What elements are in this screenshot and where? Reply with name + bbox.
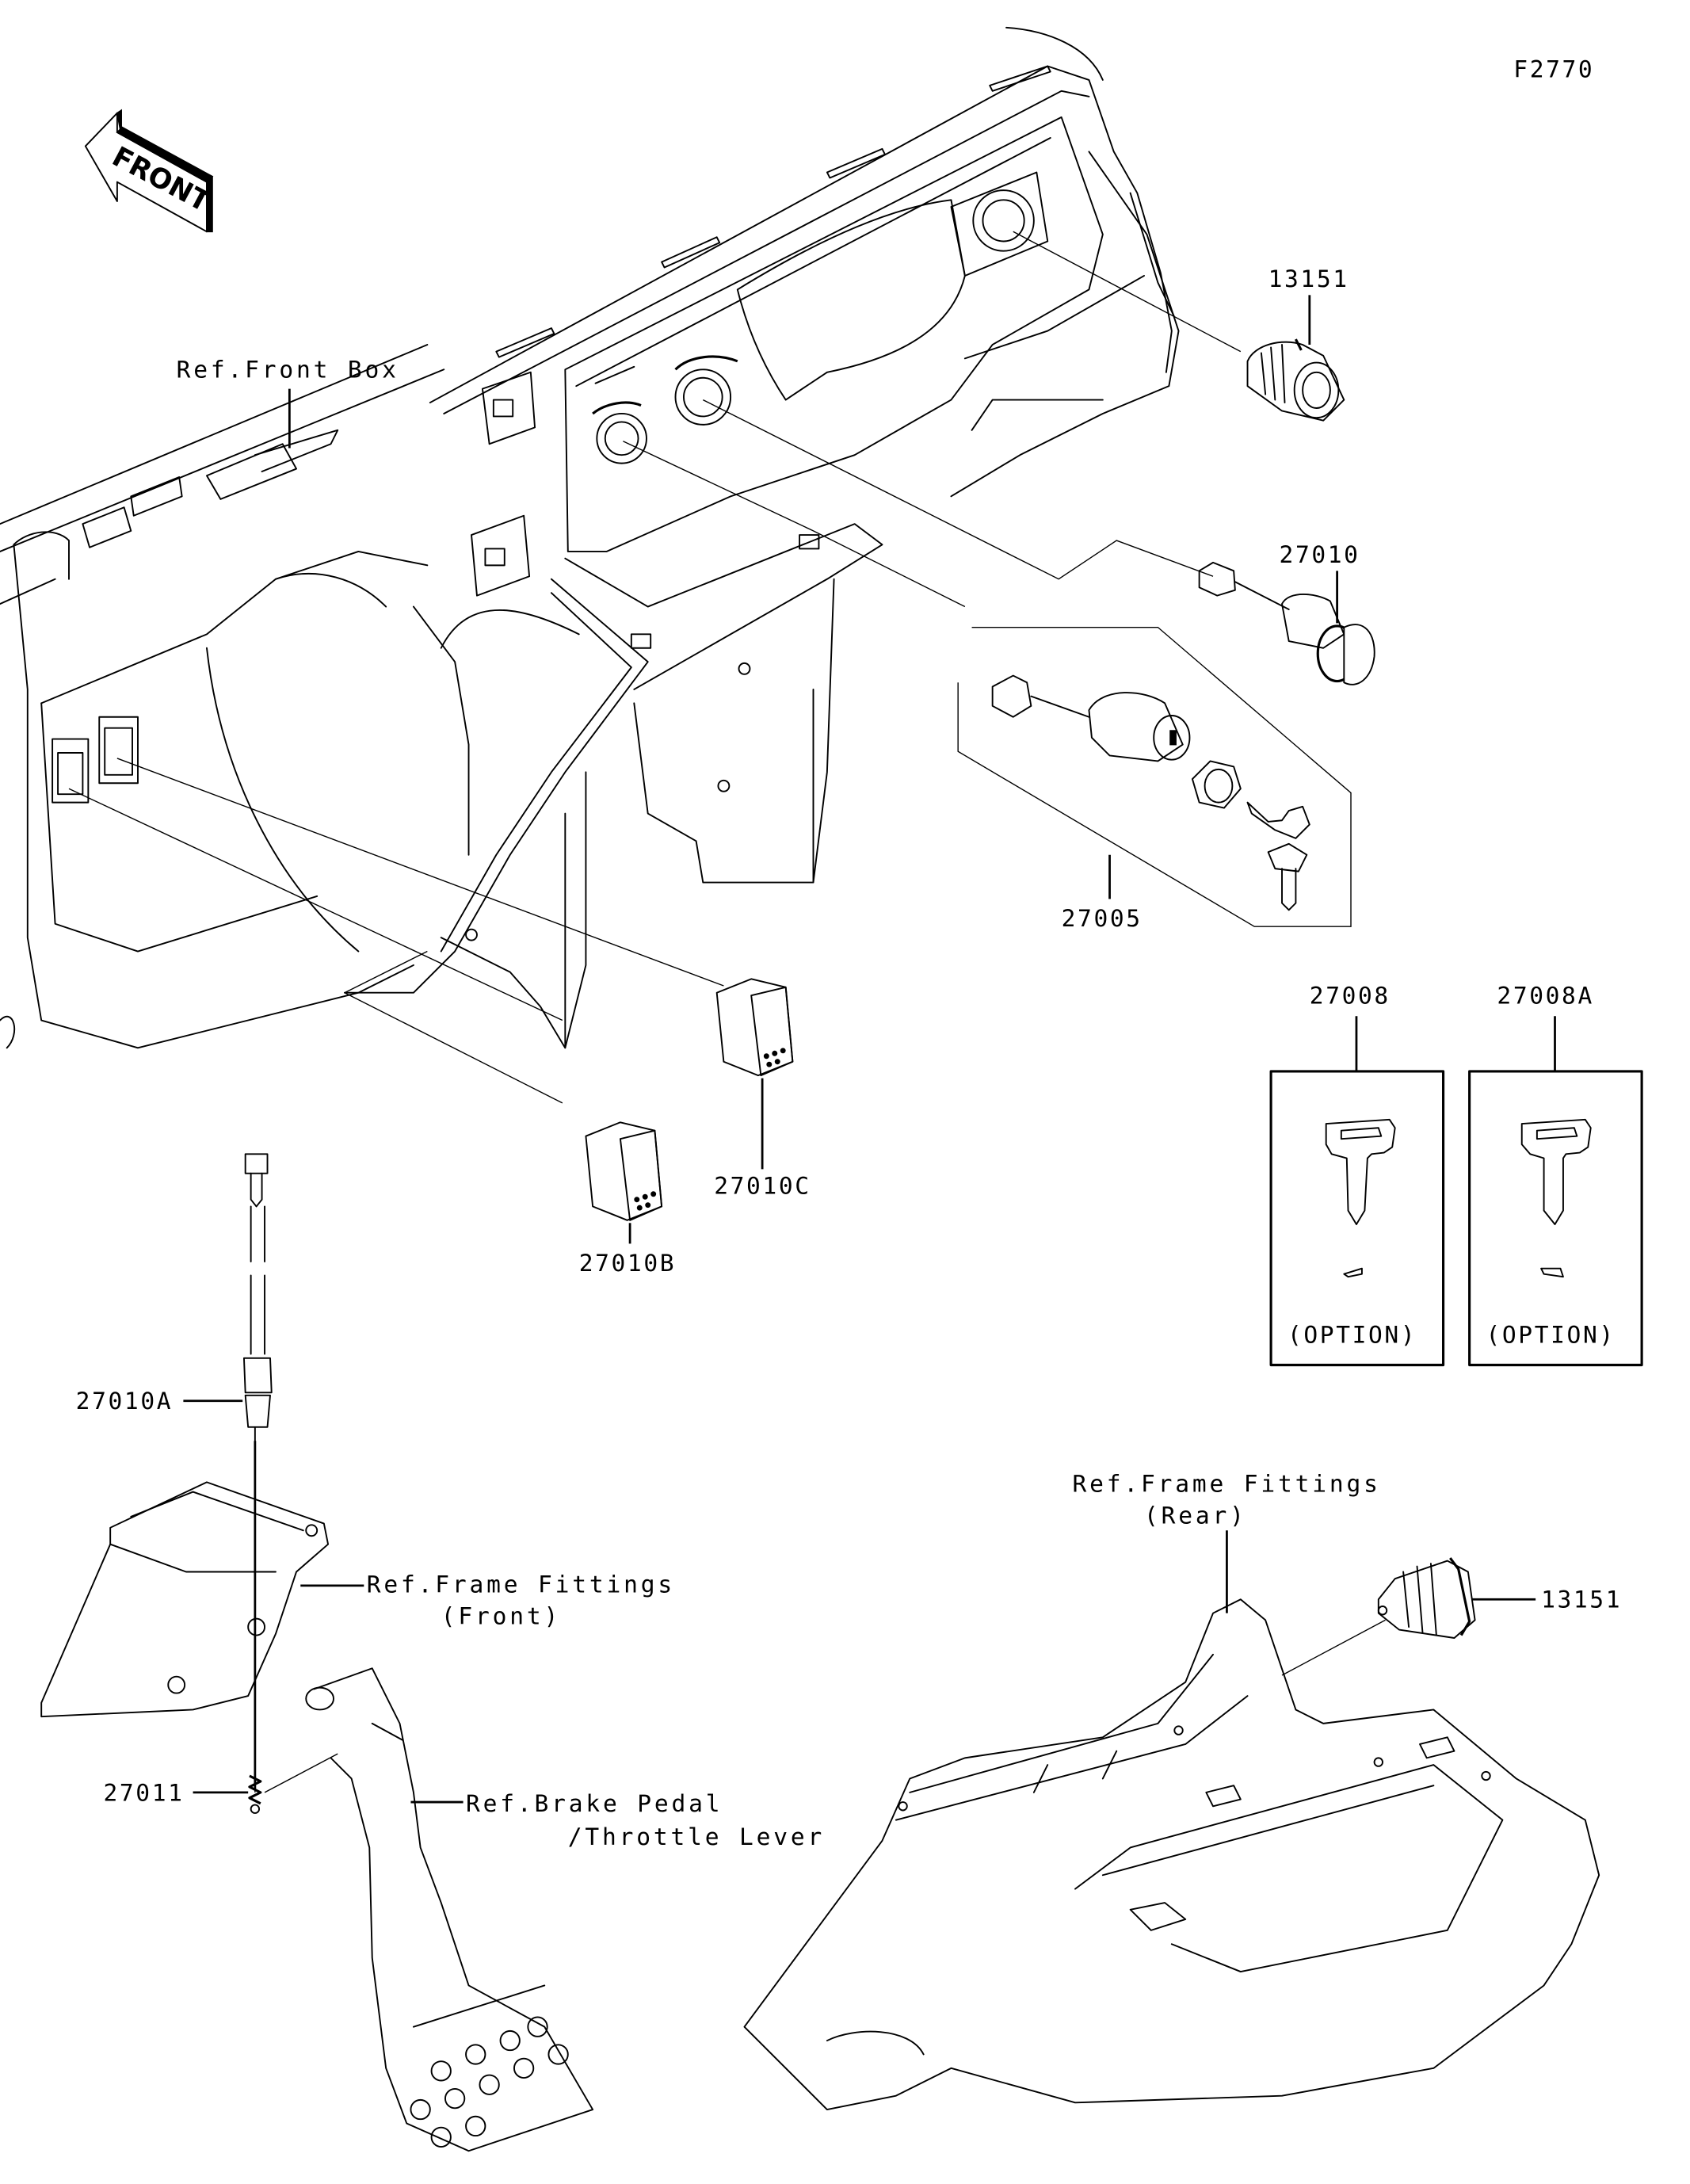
part-label-27010a: 27010A [76, 1388, 173, 1415]
key-option-27008a[interactable]: (OPTION) [1468, 1070, 1643, 1367]
pedal-pad-holes [410, 2016, 569, 2148]
key-option-27008[interactable]: (OPTION) [1269, 1070, 1445, 1367]
part-label-27011: 27011 [103, 1779, 184, 1806]
option-label-27008a: (OPTION) [1486, 1322, 1616, 1349]
part-label-13151-lower: 13151 [1541, 1586, 1622, 1613]
part-label-27010b: 27010B [579, 1250, 676, 1277]
socket-13151-upper[interactable] [1246, 338, 1345, 422]
figure-id: F2770 [1513, 55, 1594, 82]
rocker-switch-27010c[interactable] [715, 978, 794, 1077]
part-label-27005: 27005 [1062, 905, 1143, 932]
rocker-switch-27010b[interactable] [585, 1121, 663, 1221]
part-label-27010: 27010 [1280, 541, 1360, 568]
part-label-27010c: 27010C [714, 1173, 811, 1200]
switch-27010[interactable] [1198, 561, 1375, 685]
frame-fittings-rear-illustration [743, 1598, 1600, 2111]
ref-brake-pedal-line1: Ref.Brake Pedal [466, 1790, 723, 1817]
part-label-27008: 27008 [1310, 983, 1391, 1010]
frame-fittings-front-illustration [40, 1481, 330, 1718]
ref-frame-fittings-front-line1: Ref.Frame Fittings [367, 1571, 675, 1598]
spring-27011[interactable] [248, 1774, 262, 1814]
ignition-switch-27005-group[interactable] [957, 626, 1352, 927]
part-label-27008a: 27008A [1497, 983, 1593, 1010]
ref-brake-pedal-line2: /Throttle Lever [568, 1823, 825, 1850]
ref-frame-fittings-front-line2: (Front) [441, 1603, 561, 1630]
socket-13151-lower[interactable] [1377, 1557, 1476, 1639]
option-label-27008: (OPTION) [1288, 1322, 1417, 1349]
dashboard-illustration [0, 26, 1180, 1049]
brake-switch-27010a[interactable] [242, 1153, 273, 1442]
ref-front-box-label: Ref.Front Box [177, 357, 399, 384]
ref-frame-fittings-rear-line2: (Rear) [1144, 1502, 1247, 1529]
ref-frame-fittings-rear-line1: Ref.Frame Fittings [1073, 1471, 1381, 1498]
part-label-13151-upper: 13151 [1268, 265, 1349, 292]
brake-pedal-illustration [264, 1667, 594, 2152]
leader-lines [68, 231, 1386, 1793]
front-arrow-icon: FRONT [84, 109, 215, 233]
